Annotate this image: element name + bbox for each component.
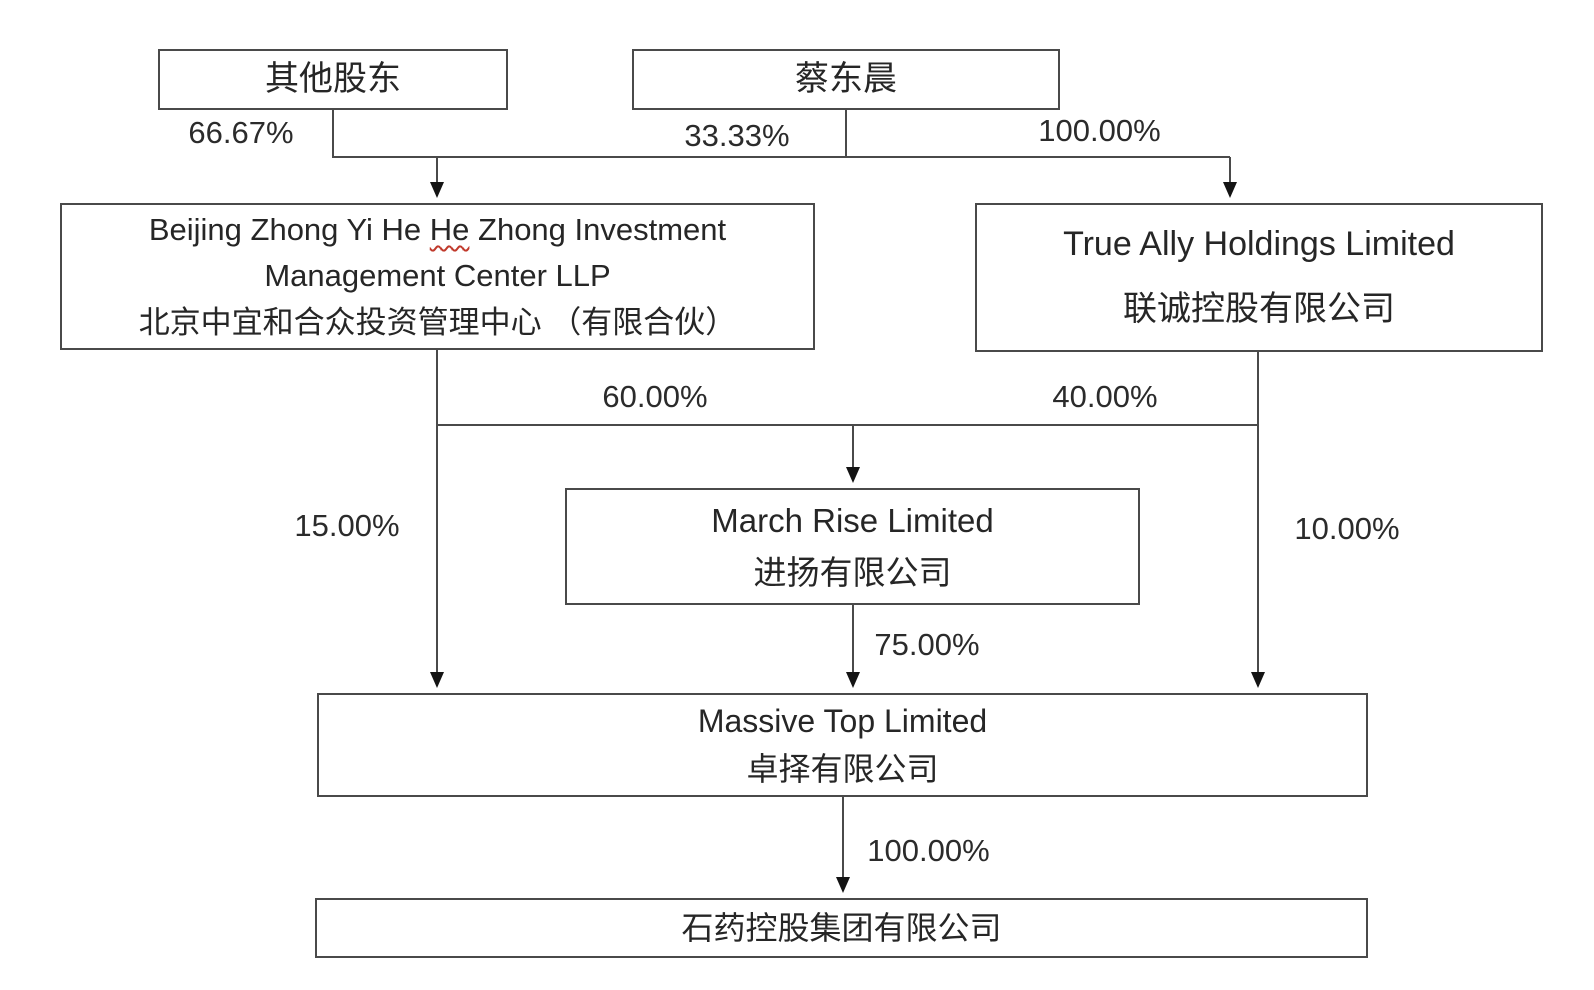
edge-label-beijing-to-march: 60.00% (602, 379, 708, 414)
node-massive-top-name-zh: 卓择有限公司 (746, 751, 939, 787)
node-other-shareholders: 其他股东 (158, 49, 508, 110)
node-beijing-llp-misspelled-word: He (429, 211, 470, 247)
node-beijing-llp-name-part2: Zhong Investment (478, 211, 727, 247)
edge-label-cai-to-true-ally: 100.00% (1038, 113, 1161, 148)
edge-label-massive-to-cspc: 100.00% (867, 833, 990, 868)
node-true-ally-name-en: True Ally Holdings Limited (1063, 225, 1455, 264)
edge-label-other-to-beijing: 66.67% (188, 115, 294, 150)
node-true-ally: True Ally Holdings Limited 联诚控股有限公司 (975, 203, 1543, 352)
node-true-ally-name-zh: 联诚控股有限公司 (1123, 290, 1395, 329)
node-beijing-llp-name-line2: Management Center LLP (264, 258, 611, 294)
edge-label-true-ally-to-massive: 10.00% (1294, 511, 1400, 546)
node-cspc-holdings-label: 石药控股集团有限公司 (681, 909, 1002, 946)
node-beijing-llp-name-part1: Beijing Zhong Yi He (148, 211, 422, 247)
node-cspc-holdings: 石药控股集团有限公司 (315, 898, 1368, 958)
edge-label-march-to-massive: 75.00% (874, 627, 980, 662)
node-cai-dongchen: 蔡东晨 (632, 49, 1060, 110)
edge-label-cai-to-beijing: 33.33% (684, 118, 790, 153)
node-march-rise: March Rise Limited 进扬有限公司 (565, 488, 1140, 605)
node-other-shareholders-label: 其他股东 (265, 59, 401, 98)
node-massive-top: Massive Top Limited 卓择有限公司 (317, 693, 1368, 797)
node-massive-top-name-en: Massive Top Limited (697, 703, 988, 739)
node-cai-dongchen-label: 蔡东晨 (795, 59, 897, 98)
edge-label-true-ally-to-march: 40.00% (1052, 379, 1158, 414)
node-march-rise-name-zh: 进扬有限公司 (753, 553, 952, 591)
node-beijing-llp: Beijing Zhong Yi He He Zhong Investment … (60, 203, 815, 350)
node-beijing-llp-name-line1: Beijing Zhong Yi He He Zhong Investment (149, 207, 726, 254)
node-march-rise-name-en: March Rise Limited (711, 502, 994, 540)
edge-label-beijing-to-massive: 15.00% (294, 508, 400, 543)
node-beijing-llp-name-zh: 北京中宜和合众投资管理中心 （有限合伙） (138, 304, 737, 340)
